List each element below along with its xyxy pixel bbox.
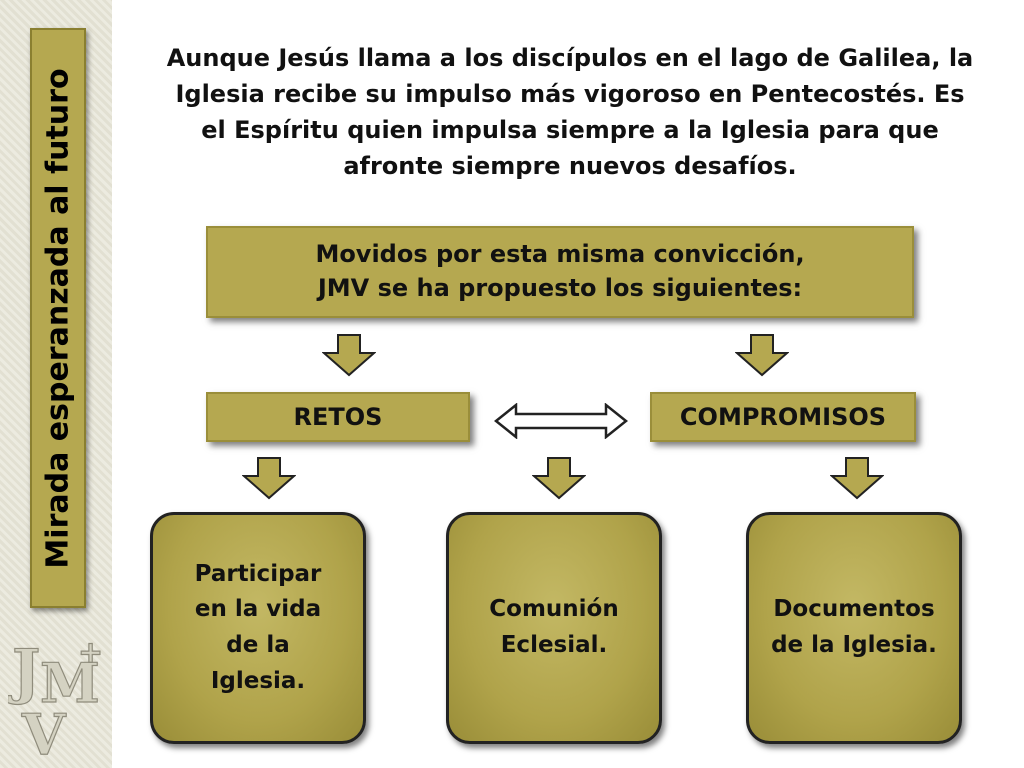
logo-letter-v: V	[21, 702, 67, 762]
vertical-title: Mirada esperanzada al futuro	[40, 67, 76, 569]
down-arrow-icon	[531, 456, 587, 500]
card-participar: Participar en la vida de la Iglesia.	[150, 512, 366, 744]
retos-box: RETOS	[206, 392, 470, 442]
card-text: Comunión Eclesial.	[489, 596, 619, 658]
retos-label: RETOS	[293, 403, 383, 431]
main-box: Movidos por esta misma convicción, JMV s…	[206, 226, 914, 318]
down-arrow-icon	[829, 456, 885, 500]
main-box-text: Movidos por esta misma convicción, JMV s…	[315, 240, 805, 302]
jmv-logo: J M + V	[6, 632, 112, 768]
down-arrow-icon	[241, 456, 297, 500]
down-arrow-icon	[734, 333, 790, 377]
card-documentos: Documentos de la Iglesia.	[746, 512, 962, 744]
down-arrow-icon	[321, 333, 377, 377]
logo-cross: +	[78, 635, 103, 670]
intro-text: Aunque Jesús llama a los discípulos en e…	[166, 44, 974, 180]
card-comunion: Comunión Eclesial.	[446, 512, 662, 744]
card-text: Participar en la vida de la Iglesia.	[194, 560, 322, 694]
logo-letter-m: M	[40, 651, 100, 715]
logo-letter-j: J	[8, 637, 40, 707]
compromisos-box: COMPROMISOS	[650, 392, 916, 442]
card-text: Documentos de la Iglesia.	[771, 596, 937, 658]
vertical-title-box: Mirada esperanzada al futuro	[30, 28, 86, 608]
compromisos-label: COMPROMISOS	[679, 403, 887, 431]
double-arrow-icon	[493, 402, 629, 440]
jmv-logo-graphic: J M + V	[6, 634, 103, 768]
